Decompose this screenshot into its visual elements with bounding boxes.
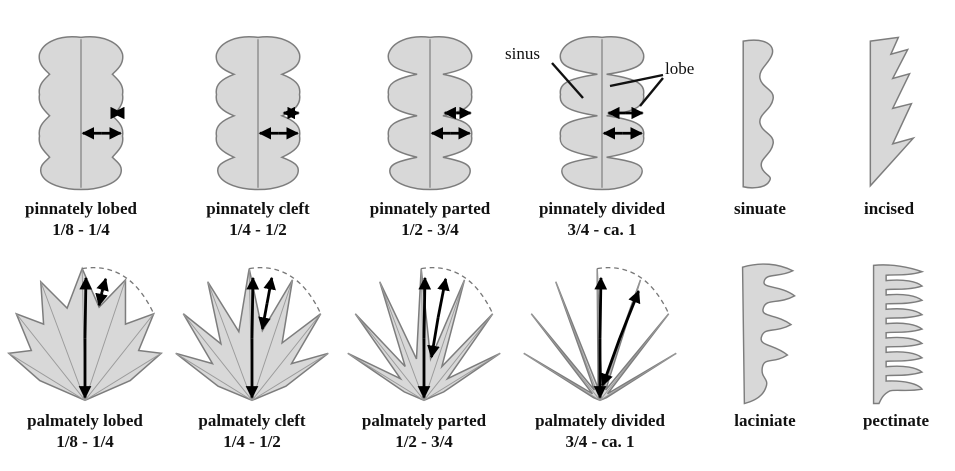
term-label: laciniate [734, 411, 796, 430]
leaf-outline-path [742, 39, 774, 189]
palmately-cleft-leaf-drawing [175, 267, 329, 402]
width-arrows [430, 106, 472, 140]
term-cell-incised: incised [824, 30, 954, 219]
term-cell-pinnately-cleft: pinnately cleft 1/4 - 1/2 [177, 30, 339, 241]
pinnately-cleft-leaf-drawing [215, 36, 301, 191]
outline-arc-dashed [249, 267, 322, 315]
range-label: 3/4 - ca. 1 [565, 432, 635, 451]
vein-lines [8, 268, 162, 401]
range-label: 1/2 - 3/4 [395, 432, 453, 451]
sinuate-margin-drawing [742, 39, 774, 189]
term-cell-pinnately-parted: pinnately parted 1/2 - 3/4 [349, 30, 511, 241]
term-label: palmately divided [535, 411, 665, 430]
depth-arrows [593, 276, 641, 399]
term-cell-palmately-divided: palmately divided 3/4 - ca. 1 [515, 260, 685, 453]
term-cell-pinnately-lobed: pinnately lobed 1/8 - 1/4 [0, 30, 162, 241]
laciniate-margin-drawing [741, 263, 796, 405]
palmately-parted-leaf-drawing [347, 267, 501, 402]
pinnately-parted-leaf-drawing [387, 36, 473, 191]
palmately-lobed-leaf-drawing [7, 266, 163, 402]
incised-margin-drawing [869, 36, 916, 188]
term-label: palmately lobed [27, 411, 143, 430]
leaf-outline-path [741, 263, 796, 405]
width-arrows [258, 106, 300, 140]
term-label: palmately parted [361, 411, 487, 430]
outline-arc-dashed [421, 267, 494, 315]
term-label: incised [863, 199, 915, 218]
range-label: 1/8 - 1/4 [56, 432, 114, 451]
term-label: palmately cleft [198, 411, 306, 430]
range-label: 3/4 - ca. 1 [567, 220, 637, 239]
pectinate-margin-drawing [872, 264, 925, 405]
term-label: sinuate [734, 199, 786, 218]
range-label: 1/4 - 1/2 [223, 432, 281, 451]
term-label: pectinate [862, 411, 930, 430]
depth-arrows [417, 276, 450, 399]
outline-arc-dashed [82, 267, 155, 315]
term-label: pinnately divided [538, 199, 666, 218]
width-arrows [602, 106, 644, 140]
pinnately-lobed-leaf-drawing [38, 36, 125, 191]
range-label: 1/2 - 3/4 [401, 220, 459, 239]
leaf-outline-path [869, 36, 916, 188]
lobe-annotation-label: lobe [665, 59, 695, 78]
term-cell-laciniate: laciniate [695, 260, 835, 431]
range-label: 1/4 - 1/2 [229, 220, 287, 239]
term-label: pinnately lobed [25, 199, 137, 218]
term-cell-pectinate: pectinate [831, 260, 955, 431]
leaf-outline-path [872, 264, 925, 405]
term-cell-palmately-parted: palmately parted 1/2 - 3/4 [339, 260, 509, 453]
term-cell-palmately-cleft: palmately cleft 1/4 - 1/2 [167, 260, 337, 453]
width-arrows [81, 106, 125, 140]
palmately-divided-leaf-drawing [523, 267, 677, 402]
pinnately-divided-leaf-drawing [559, 36, 645, 191]
term-cell-palmately-lobed: palmately lobed 1/8 - 1/4 [0, 260, 170, 453]
range-label: 1/8 - 1/4 [52, 220, 110, 239]
outline-arc-dashed [597, 267, 670, 315]
depth-arrows [78, 276, 109, 399]
term-label: pinnately parted [369, 199, 491, 218]
term-label: pinnately cleft [206, 199, 310, 218]
term-cell-sinuate: sinuate [690, 30, 830, 219]
sinus-annotation-label: sinus [505, 44, 540, 63]
term-cell-pinnately-divided: pinnately divided 3/4 - ca. 1 [521, 30, 683, 241]
depth-arrows [245, 276, 276, 399]
